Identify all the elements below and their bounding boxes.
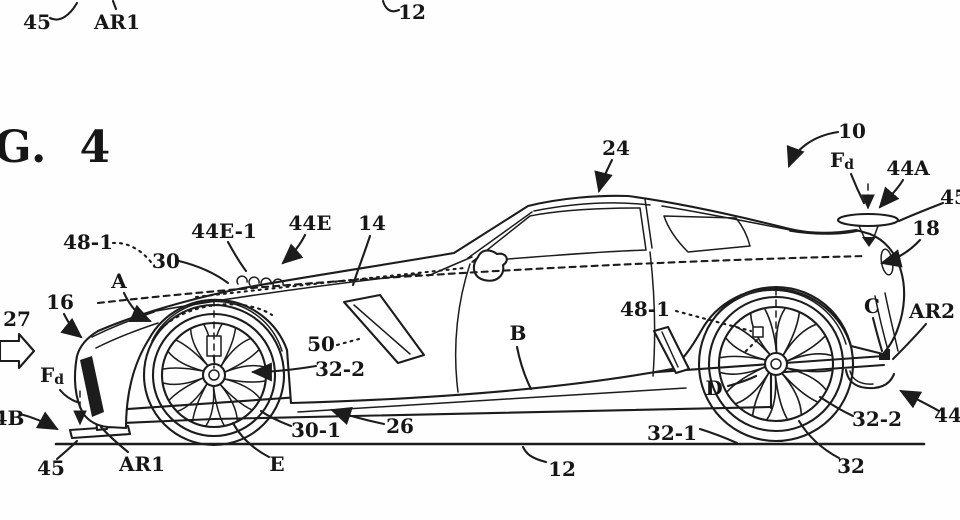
ref-label-44a: 44A bbox=[886, 156, 930, 180]
ref-label-30-1: 30-1 bbox=[291, 418, 341, 442]
ref-label-e: E bbox=[269, 452, 284, 476]
rear-wheel bbox=[699, 287, 853, 441]
ref-label-10: 10 bbox=[838, 119, 866, 143]
ref-label-b: B bbox=[510, 321, 527, 345]
ref-label-18: 18 bbox=[912, 216, 940, 240]
ref-label-ar1-top: AR1 bbox=[93, 10, 140, 34]
ref-label-44e: 44E bbox=[288, 211, 331, 235]
ref-label-32-2-rear: 32-2 bbox=[852, 407, 902, 431]
ref-label-45-top: 45 bbox=[23, 10, 51, 34]
ref-label-44e-1: 44E-1 bbox=[191, 219, 257, 243]
ref-label-ar2: AR2 bbox=[908, 299, 955, 323]
ref-label-a: A bbox=[110, 269, 127, 293]
ref-label-16: 16 bbox=[46, 290, 74, 314]
ref-label-fd-rear: Fd bbox=[830, 148, 854, 173]
direction-arrow-27 bbox=[0, 334, 34, 368]
ref-label-32: 32 bbox=[837, 454, 865, 478]
ref-label-12-ground: 12 bbox=[548, 457, 576, 481]
ref-label-27: 27 bbox=[3, 307, 31, 331]
ref-label-44b: 4B bbox=[0, 406, 24, 430]
ref-label-50: 50 bbox=[307, 332, 335, 356]
ref-label-44-rear: 44 bbox=[934, 403, 960, 427]
sensor-square-48-1 bbox=[753, 327, 763, 337]
ref-label-24: 24 bbox=[602, 136, 630, 160]
ref-label-14: 14 bbox=[358, 211, 386, 235]
ref-label-32-2-front: 32-2 bbox=[315, 357, 365, 381]
ref-label-fd-front: Fd bbox=[40, 363, 64, 388]
ref-label-ar1-front: AR1 bbox=[118, 452, 165, 476]
ref-label-c: C bbox=[864, 294, 880, 318]
ref-label-48-1-rear: 48-1 bbox=[620, 297, 670, 321]
ref-label-45-rear: 45 bbox=[940, 185, 960, 209]
ref-label-45-front: 45 bbox=[37, 456, 65, 480]
ref-label-d: D bbox=[705, 376, 722, 400]
ref-label-48-1-front: 48-1 bbox=[63, 230, 113, 254]
ref-label-12-top: 12 bbox=[398, 0, 426, 24]
ref-label-32-1: 32-1 bbox=[647, 421, 697, 445]
ref-label-26: 26 bbox=[386, 414, 414, 438]
ref-label-30: 30 bbox=[152, 249, 180, 273]
